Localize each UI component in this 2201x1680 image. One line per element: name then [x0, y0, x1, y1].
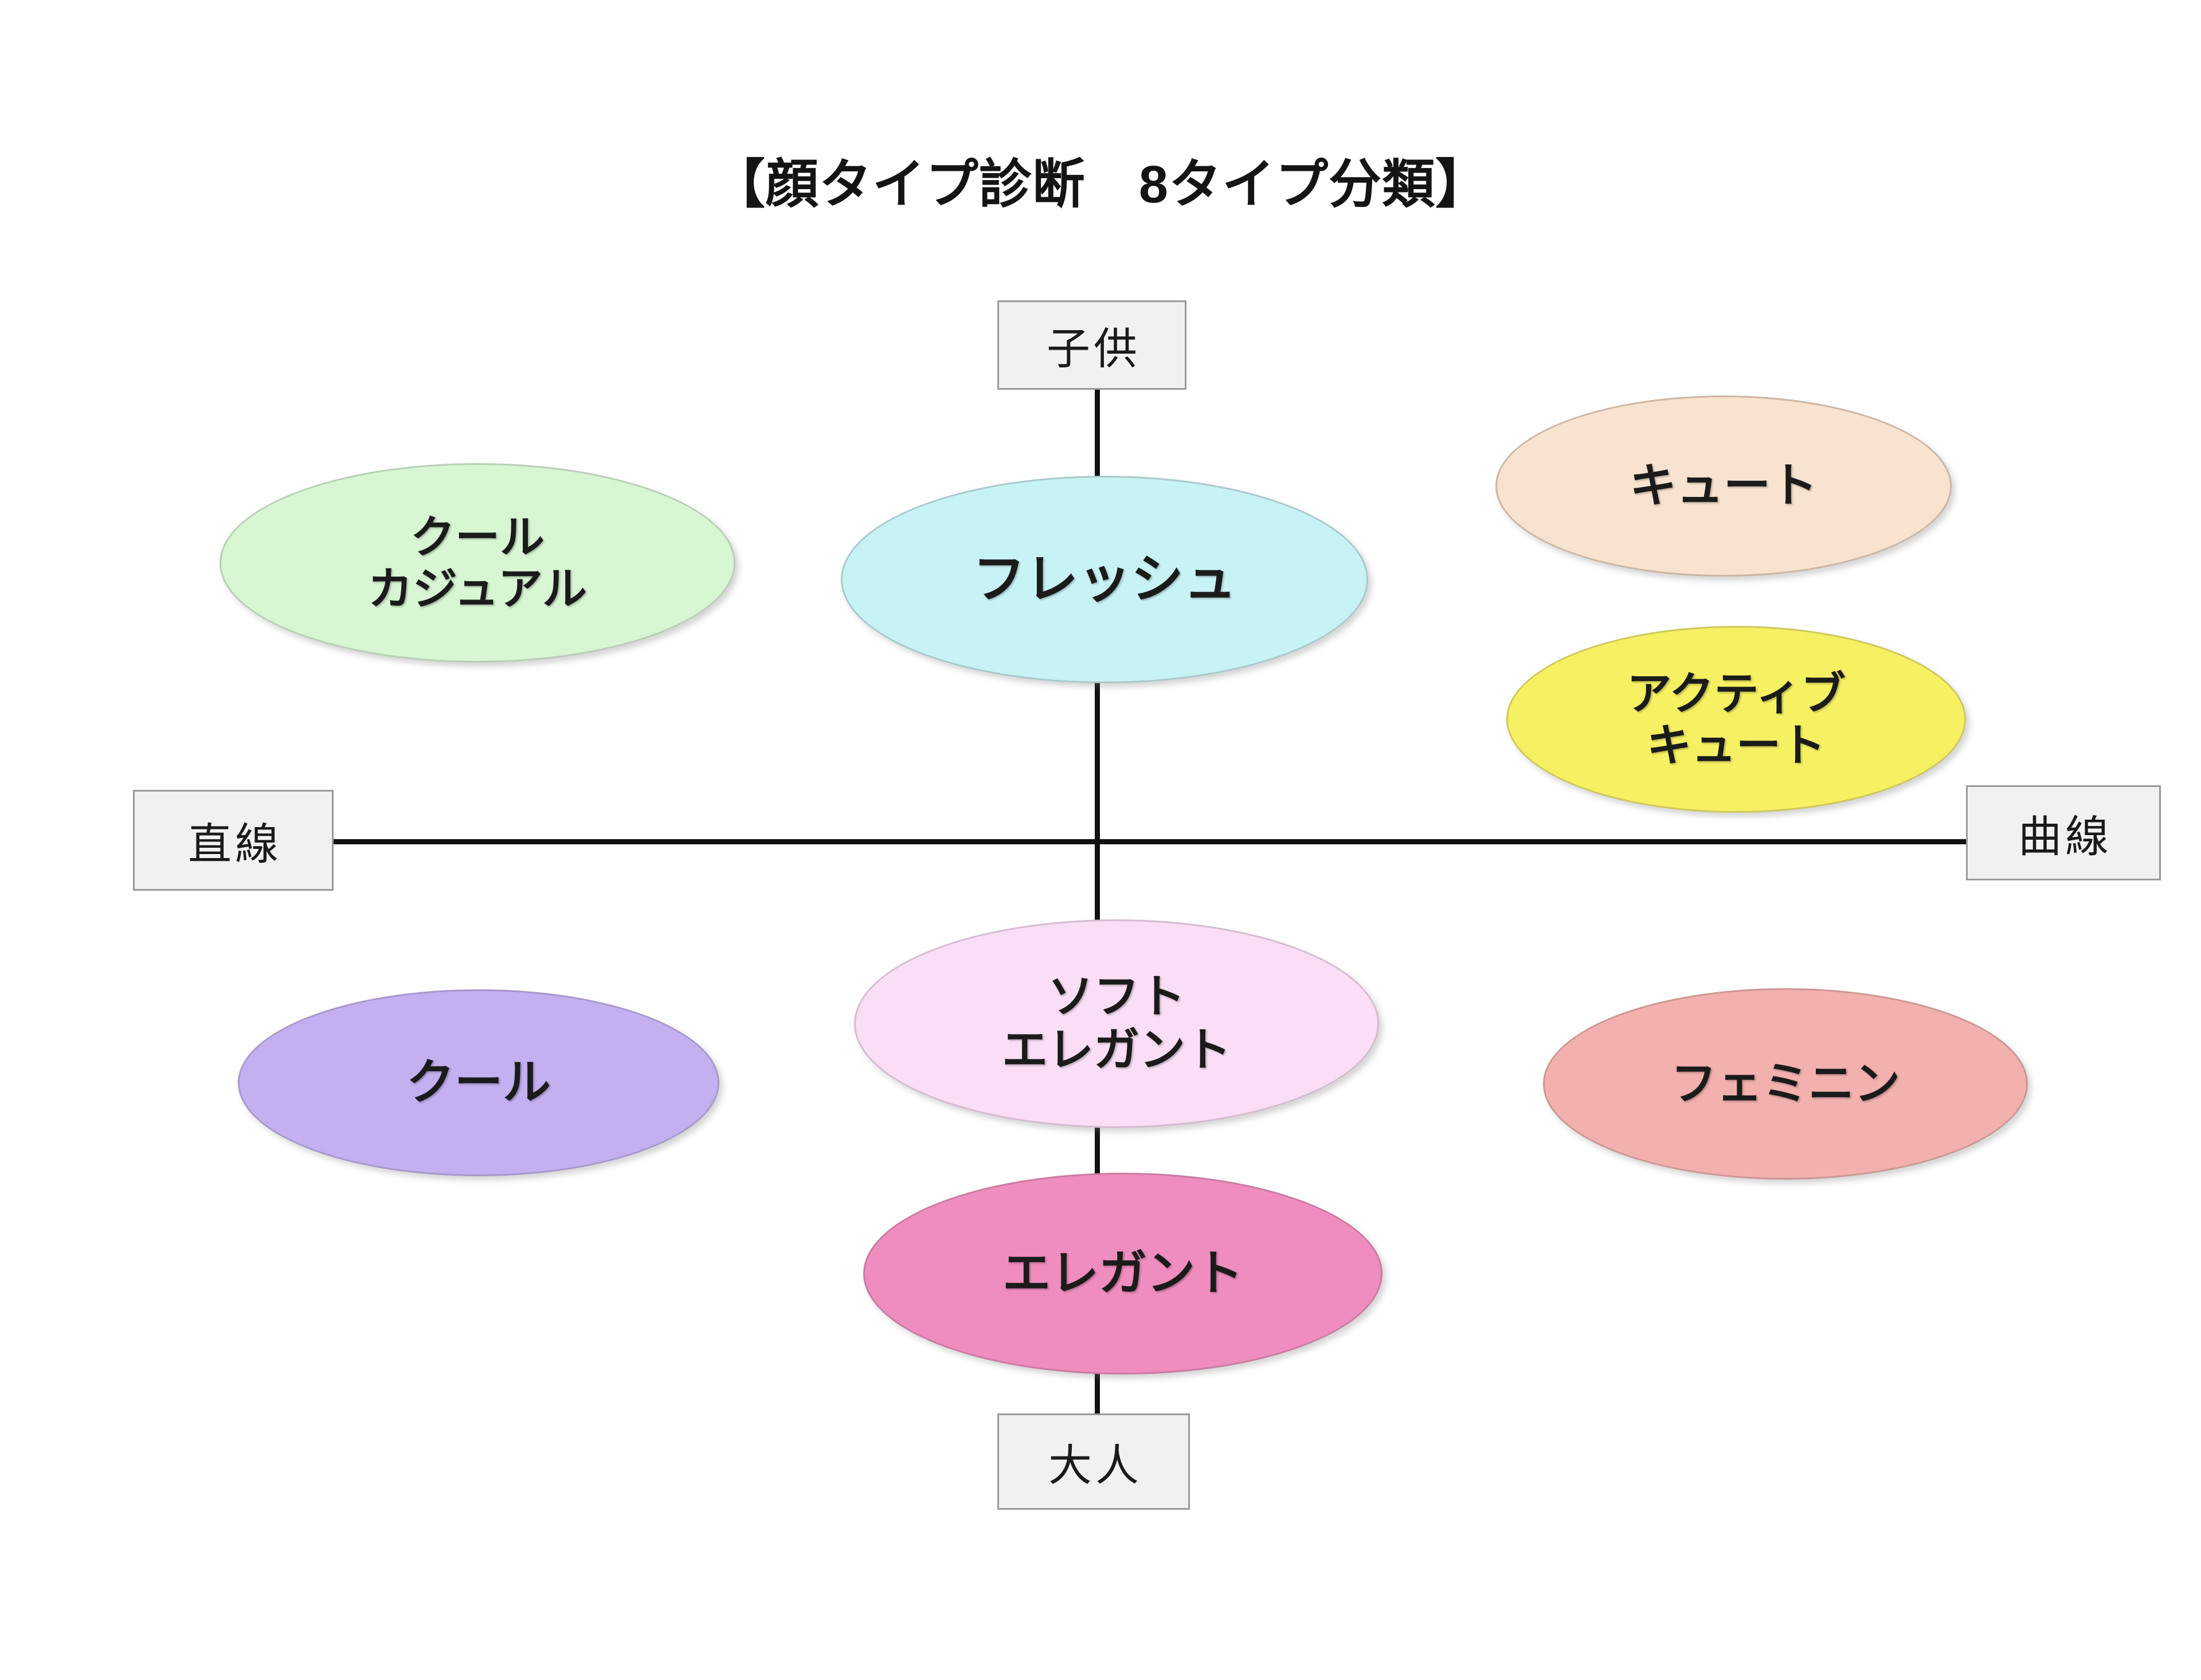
axis-label-top-child: 子供: [997, 300, 1186, 390]
type-node-cute[interactable]: キュート: [1495, 395, 1952, 577]
type-label-line2: キュート: [1646, 720, 1826, 770]
type-label-line2: カジュアル: [367, 563, 588, 614]
type-node-cool-casual[interactable]: クール カジュアル: [220, 463, 735, 663]
type-node-feminine[interactable]: フェミニン: [1543, 988, 2028, 1180]
type-node-active-cute[interactable]: アクティブ キュート: [1506, 626, 1966, 813]
type-label-line1: クール: [410, 511, 545, 562]
type-node-cool[interactable]: クール: [238, 989, 719, 1176]
type-label-line1: キュート: [1629, 460, 1818, 512]
type-node-elegant[interactable]: エレガント: [863, 1173, 1383, 1374]
connector-soft-elegant-to-elegant: [1095, 1125, 1100, 1180]
type-label-line1: フレッシュ: [972, 550, 1236, 609]
axis-label-bottom-adult: 大人: [997, 1413, 1190, 1510]
horizontal-axis-line: [331, 839, 1968, 844]
type-label-line1: エレガント: [1002, 1246, 1243, 1301]
page-title: 【顔タイプ診断 8タイプ分類】: [712, 155, 1489, 214]
type-node-soft-elegant[interactable]: ソフト エレガント: [854, 919, 1379, 1128]
axis-label-right-curved: 曲線: [1966, 785, 2161, 880]
axis-label-left-straight: 直線: [133, 790, 334, 891]
type-label-line2: エレガント: [1002, 1024, 1231, 1075]
type-label-line1: フェミニン: [1671, 1058, 1900, 1109]
type-node-fresh[interactable]: フレッシュ: [841, 476, 1368, 683]
type-label-line1: ソフト: [1048, 971, 1185, 1023]
type-label-line1: クール: [406, 1055, 551, 1110]
vertical-axis-line: [1095, 389, 1100, 1415]
type-label-line1: アクティブ: [1627, 668, 1846, 719]
